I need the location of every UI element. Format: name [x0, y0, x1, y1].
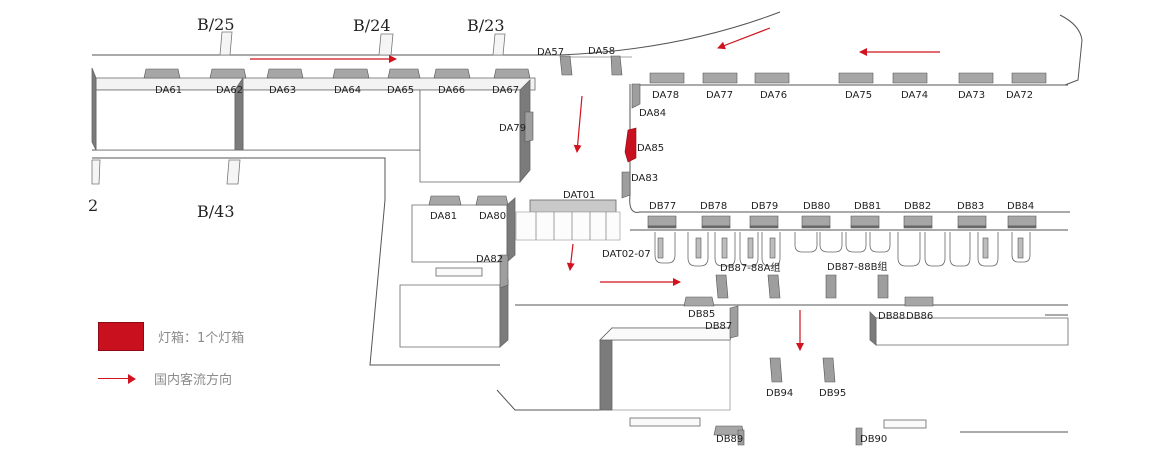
label-da79: DA79 [499, 123, 526, 134]
legend-flow: 国内客流方向 [98, 369, 232, 388]
label-da76: DA76 [760, 90, 787, 101]
label-db87-88a: DB87-88A组 [720, 261, 780, 274]
label-dat02-07: DAT02-07 [602, 249, 651, 260]
label-da77: DA77 [706, 90, 733, 101]
legend-lightbox-label: 灯箱：1个灯箱 [158, 331, 245, 346]
dat01-walkway [515, 199, 621, 241]
label-da85: DA85 [637, 143, 664, 154]
lightbox-labels: DA57 DA58 DA61 DA62 DA63 DA64 DA65 DA66 … [155, 46, 1034, 445]
label-da83: DA83 [631, 173, 658, 184]
label-da63: DA63 [269, 85, 296, 96]
label-db90: DB90 [860, 434, 887, 445]
highlighted-lightbox-da85[interactable] [624, 127, 637, 163]
gate-label-b25: B/25 [197, 15, 235, 34]
label-da66: DA66 [438, 85, 465, 96]
gate-label-b23: B/23 [467, 16, 505, 35]
label-da82: DA82 [476, 254, 503, 265]
label-da75: DA75 [845, 90, 872, 101]
label-db81: DB81 [854, 201, 881, 212]
label-da73: DA73 [958, 90, 985, 101]
label-da67: DA67 [492, 85, 519, 96]
gate-label-partial: 2 [88, 196, 98, 215]
label-db94: DB94 [766, 388, 793, 399]
label-da80: DA80 [479, 211, 506, 222]
flow-arrows [250, 27, 940, 351]
buildings [91, 67, 1069, 429]
label-da78: DA78 [652, 90, 679, 101]
label-da58: DA58 [588, 46, 615, 57]
label-db87: DB87 [705, 321, 732, 332]
label-da74: DA74 [901, 90, 928, 101]
label-db84: DB84 [1007, 201, 1034, 212]
label-da84: DA84 [639, 108, 666, 119]
lightbox-blocks [143, 55, 1047, 446]
label-db85: DB85 [688, 309, 715, 320]
label-db88: DB88 [878, 311, 905, 322]
lightbox-swatch [98, 322, 144, 351]
label-da62: DA62 [216, 85, 243, 96]
legend-lightbox: 灯箱：1个灯箱 [98, 322, 244, 351]
label-da81: DA81 [430, 211, 457, 222]
legend-flow-label: 国内客流方向 [154, 373, 233, 388]
label-db87-88b: DB87-88B组 [827, 260, 887, 273]
label-da61: DA61 [155, 85, 182, 96]
arrow-right-icon [98, 373, 136, 384]
label-da57: DA57 [537, 47, 564, 58]
jet-bridges [91, 31, 506, 185]
db-jetways [654, 232, 1031, 267]
label-da65: DA65 [387, 85, 414, 96]
label-db86: DB86 [906, 311, 933, 322]
label-db89: DB89 [716, 434, 743, 445]
label-db80: DB80 [803, 201, 830, 212]
label-da64: DA64 [334, 85, 361, 96]
label-db82: DB82 [904, 201, 931, 212]
label-dat01: DAT01 [563, 190, 595, 201]
gate-label-b43: B/43 [197, 202, 235, 221]
label-db77: DB77 [649, 201, 676, 212]
label-db78: DB78 [700, 201, 727, 212]
label-db95: DB95 [819, 388, 846, 399]
label-da72: DA72 [1006, 90, 1033, 101]
gate-label-b24: B/24 [353, 16, 391, 35]
gate-labels: B/25 B/24 B/23 B/43 2 [88, 15, 505, 221]
label-db83: DB83 [957, 201, 984, 212]
label-db79: DB79 [751, 201, 778, 212]
